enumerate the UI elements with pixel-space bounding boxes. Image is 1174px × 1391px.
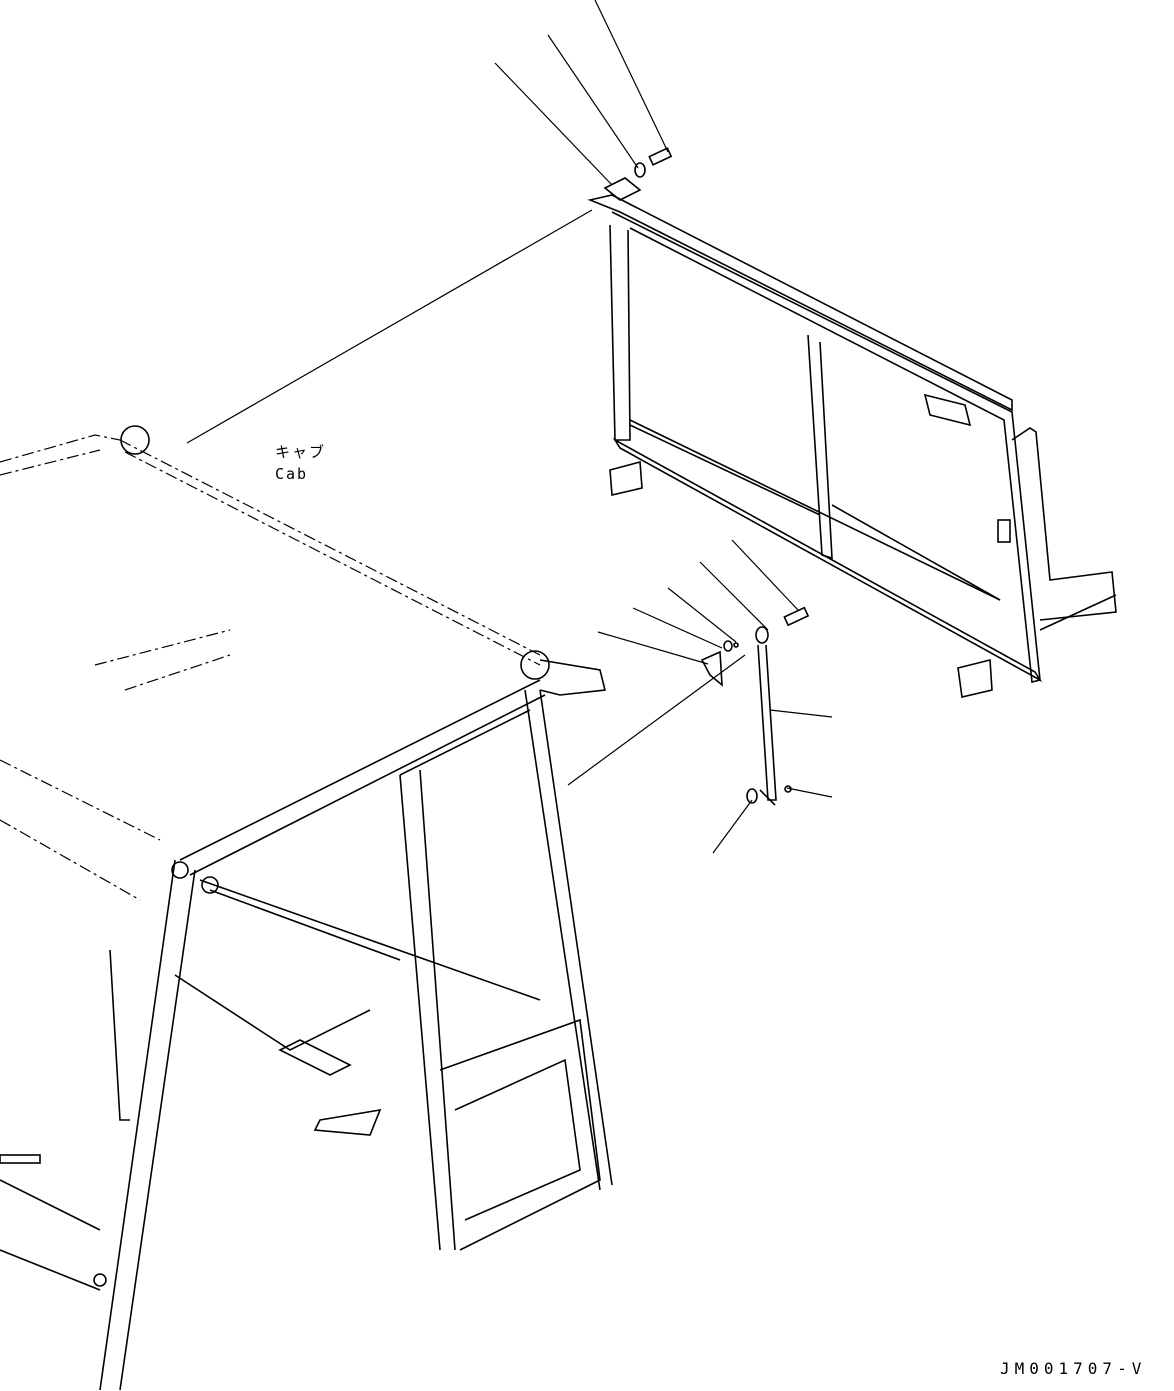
cab-label-english: Cab xyxy=(275,465,309,483)
assembly-lines xyxy=(186,209,746,786)
leader-lines xyxy=(494,0,833,854)
cab-label-japanese: キャブ xyxy=(275,443,327,461)
drawing-code: JM001707-V xyxy=(1000,1359,1147,1378)
cab-structure xyxy=(0,425,613,1391)
rear-guard-frame xyxy=(587,194,1117,698)
top-fasteners xyxy=(603,147,673,201)
stay-fasteners xyxy=(700,606,810,806)
